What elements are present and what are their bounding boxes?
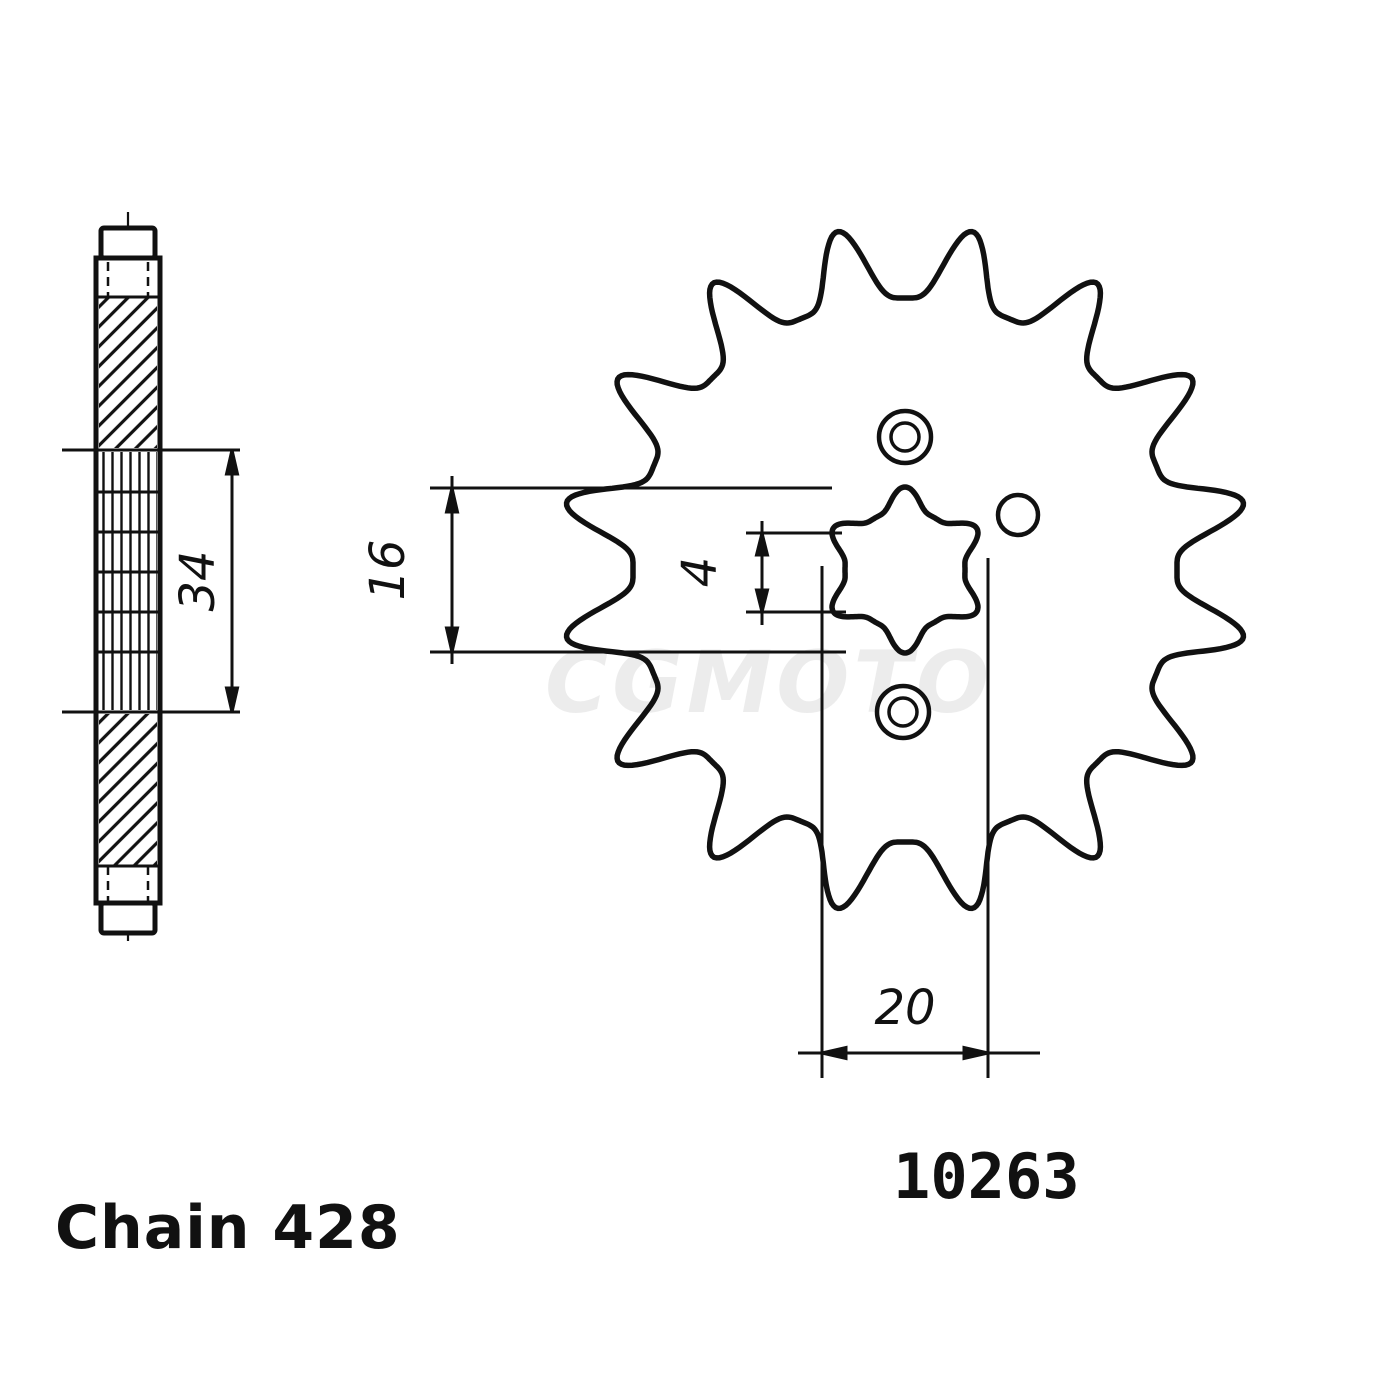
gear-outline [563, 228, 1247, 912]
bolt-hole-bottom-outer [874, 683, 932, 741]
dimension-20 [798, 558, 1040, 1078]
arrowhead [224, 449, 240, 476]
arrowhead [224, 686, 240, 713]
part-number: 10263 [893, 1140, 1080, 1213]
dim-4-label: 4 [672, 557, 728, 588]
arrowhead [821, 1045, 848, 1061]
dim-34-label: 34 [170, 550, 226, 611]
hatch-middle-band [99, 452, 157, 710]
side-view [93, 212, 163, 948]
spline-bore [829, 484, 981, 656]
dimension-16 [430, 476, 846, 664]
chain-label: Chain 428 [55, 1193, 401, 1263]
arrowhead [754, 588, 770, 613]
pin-hole [995, 492, 1041, 538]
arrowhead [962, 1045, 989, 1061]
side-cap-top [98, 225, 158, 261]
bolt-hole-top-outer [876, 408, 934, 466]
bolt-hole-top-inner [889, 421, 921, 453]
side-cap-bottom [98, 900, 158, 936]
dim-16-label: 16 [360, 539, 416, 600]
side-hidden-lines [106, 262, 150, 901]
hatch-bottom-band [99, 714, 157, 866]
dimension-4 [746, 521, 846, 625]
bolt-hole-bottom-inner [887, 696, 919, 728]
dim-20-label: 20 [874, 980, 935, 1036]
gear-front-view [563, 228, 1247, 912]
side-section-lines [96, 295, 160, 868]
dimension-34 [62, 448, 240, 714]
arrowhead [444, 487, 460, 514]
arrowhead [754, 532, 770, 557]
arrowhead [444, 626, 460, 653]
hatch-top-band [99, 297, 157, 448]
